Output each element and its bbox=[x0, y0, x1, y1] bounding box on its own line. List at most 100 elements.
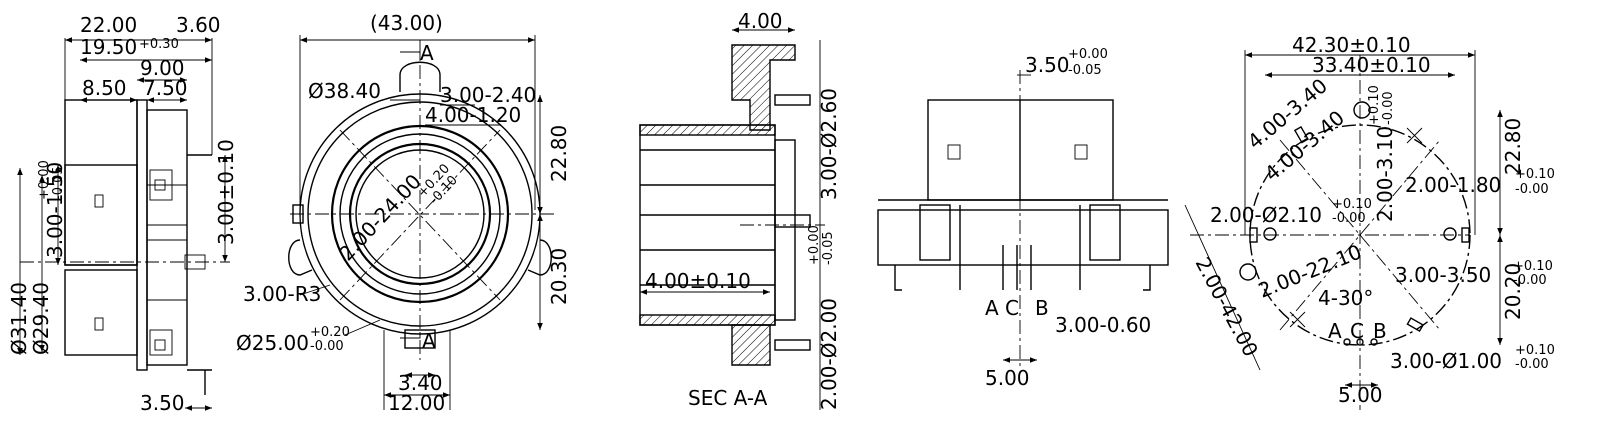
dim-3-1: 2.00-3.10 bbox=[1373, 126, 1397, 222]
pin-mid bbox=[774, 214, 811, 228]
left-side-view: 22.00 3.60 19.50 +0.30 9.00 8.50 7.50 +0… bbox=[7, 13, 238, 415]
dim-3-5-tol-up: +0.00 bbox=[1068, 47, 1108, 62]
dim-29-4: Ø29.40 bbox=[29, 282, 53, 355]
dim-24: 2.00-24.00 bbox=[334, 169, 426, 265]
dim-25-tol-dn: -0.00 bbox=[310, 339, 344, 354]
dim-4-top: 4.00 bbox=[738, 9, 783, 33]
clip-lower bbox=[149, 329, 173, 356]
dim-1-tol-dn: -0.00 bbox=[1515, 357, 1549, 372]
pin-label-a: A bbox=[1328, 319, 1342, 343]
hole-left bbox=[1239, 263, 1257, 281]
slot-bottom bbox=[1406, 317, 1425, 333]
pin-label-c: C bbox=[1350, 319, 1364, 343]
mark-x-bottom bbox=[1289, 311, 1306, 328]
centerline-diag2 bbox=[339, 129, 501, 301]
hatch-bottom-block bbox=[731, 324, 771, 366]
hole-small-right bbox=[1443, 227, 1457, 241]
side-base bbox=[877, 209, 1169, 266]
latch-window-upper bbox=[94, 194, 104, 208]
dim-31-4: Ø31.40 bbox=[7, 282, 31, 355]
clip-detail-lower bbox=[154, 339, 166, 351]
pin-bottom bbox=[774, 339, 811, 351]
dim-19-5-tol: +0.30 bbox=[139, 37, 179, 52]
dim-33-4: 33.40±0.10 bbox=[1312, 53, 1431, 77]
leader-r3 bbox=[299, 284, 331, 296]
lower-housing bbox=[64, 269, 138, 356]
dim-3-4: 3.40 bbox=[398, 371, 443, 395]
footprint-view: 42.30±0.10 33.40±0.10 4.00-3.40 4.00-3.4… bbox=[1184, 33, 1555, 410]
dim-19-5: 19.50 bbox=[80, 35, 137, 59]
bracket-left bbox=[919, 204, 951, 261]
dim-3: 3.00±0.10 bbox=[214, 139, 238, 245]
dim-20-3: 20.30 bbox=[547, 248, 571, 305]
dim-line-42 bbox=[1184, 204, 1261, 371]
dim-4: 4.00±0.10 bbox=[645, 269, 751, 293]
bracket-right bbox=[1089, 204, 1121, 261]
dim-3-5-tol-dn: -0.00 bbox=[1513, 273, 1547, 288]
upper-housing bbox=[64, 99, 138, 266]
top-key bbox=[399, 61, 441, 92]
dim-3-1-tol-up: +0.10 bbox=[1367, 85, 1382, 125]
hatch-top-block bbox=[731, 44, 796, 131]
section-view: 4.00 4.00±0.10 3.00-Ø2.60 2.00-Ø2.00 +0.… bbox=[639, 9, 841, 410]
hatch-top-wall bbox=[639, 124, 776, 136]
centerline-diag1 bbox=[1279, 139, 1441, 331]
dim-9: 9.00 bbox=[140, 56, 185, 80]
dim-1-8: 2.00-1.80 bbox=[1405, 173, 1501, 197]
dim-3-5-tol-dn: -0.05 bbox=[1068, 63, 1102, 78]
latch-right bbox=[1074, 144, 1088, 160]
dim-5: 5.00 bbox=[1338, 383, 1383, 407]
dim-1-5-tol-dn: -0.05 bbox=[51, 166, 66, 200]
dim-1-8-tol-up: +0.10 bbox=[1515, 167, 1555, 182]
lug-left bbox=[288, 239, 313, 276]
dim-1-2: 4.00-1.20 bbox=[425, 103, 521, 127]
latch-window-lower bbox=[94, 317, 104, 331]
dim-22-8: 22.80 bbox=[547, 125, 571, 182]
section-flange bbox=[774, 139, 796, 321]
dim-3-5: 3.50 bbox=[1025, 53, 1070, 77]
mark-x-top bbox=[1406, 127, 1423, 144]
section-arrow-top bbox=[400, 51, 421, 58]
dim-3-5: 3.00-3.50 bbox=[1395, 263, 1491, 287]
latch-left bbox=[947, 144, 961, 160]
section-mark-top: A bbox=[420, 41, 434, 65]
dim-2-1-tol-up: +0.10 bbox=[1332, 197, 1372, 212]
shaft-column bbox=[146, 109, 188, 366]
hole-small-left bbox=[1263, 227, 1277, 241]
dim-25-tol-up: +0.20 bbox=[310, 325, 350, 340]
dim-38-4: Ø38.40 bbox=[308, 79, 381, 103]
leg-left bbox=[894, 265, 902, 291]
centerline-diag1 bbox=[339, 129, 501, 301]
dim-2-tol-up: +0.00 bbox=[807, 225, 822, 265]
dim-5: 5.00 bbox=[985, 366, 1030, 390]
pin-label-c: C bbox=[1005, 296, 1019, 320]
leader-25 bbox=[344, 319, 381, 336]
dim-43: (43.00) bbox=[370, 11, 443, 35]
dim-3-5-tol-up: +0.10 bbox=[1513, 259, 1553, 274]
pad-a bbox=[1343, 338, 1351, 346]
dim-30: 4-30° bbox=[1318, 286, 1373, 310]
mid-housing bbox=[64, 164, 138, 266]
hatch-bottom-wall bbox=[639, 314, 776, 326]
dim-2-4: 3.00-2.40 bbox=[440, 83, 536, 107]
dim-1-tol-up: +0.10 bbox=[1515, 343, 1555, 358]
dim-42-3: 42.30±0.10 bbox=[1292, 33, 1411, 57]
pin-top bbox=[774, 94, 811, 106]
leg-right bbox=[1143, 265, 1151, 291]
dim-8-5: 8.50 bbox=[82, 76, 127, 100]
dim-3-1-tol-dn: -0.00 bbox=[1381, 91, 1396, 125]
dim-2-6: 3.00-Ø2.60 bbox=[817, 88, 841, 200]
dim-1-5-tol-up: +0.00 bbox=[37, 160, 52, 200]
pin-label-b: B bbox=[1035, 296, 1049, 320]
dim-25: Ø25.00 bbox=[236, 331, 309, 355]
section-title: SEC A-A bbox=[688, 386, 768, 410]
pad-c bbox=[1356, 338, 1364, 346]
front-view: A A (43.00) Ø38.40 3.00-2.40 4.00-1.20 2… bbox=[236, 11, 571, 415]
dim-22: 22.00 bbox=[80, 13, 137, 37]
slot-top bbox=[1293, 125, 1309, 144]
slot-right bbox=[1461, 227, 1470, 243]
dim-1-8-tol-dn: -0.00 bbox=[1515, 182, 1549, 197]
dim-20-2: 20.20 bbox=[1501, 263, 1525, 320]
flange-column bbox=[136, 99, 148, 371]
